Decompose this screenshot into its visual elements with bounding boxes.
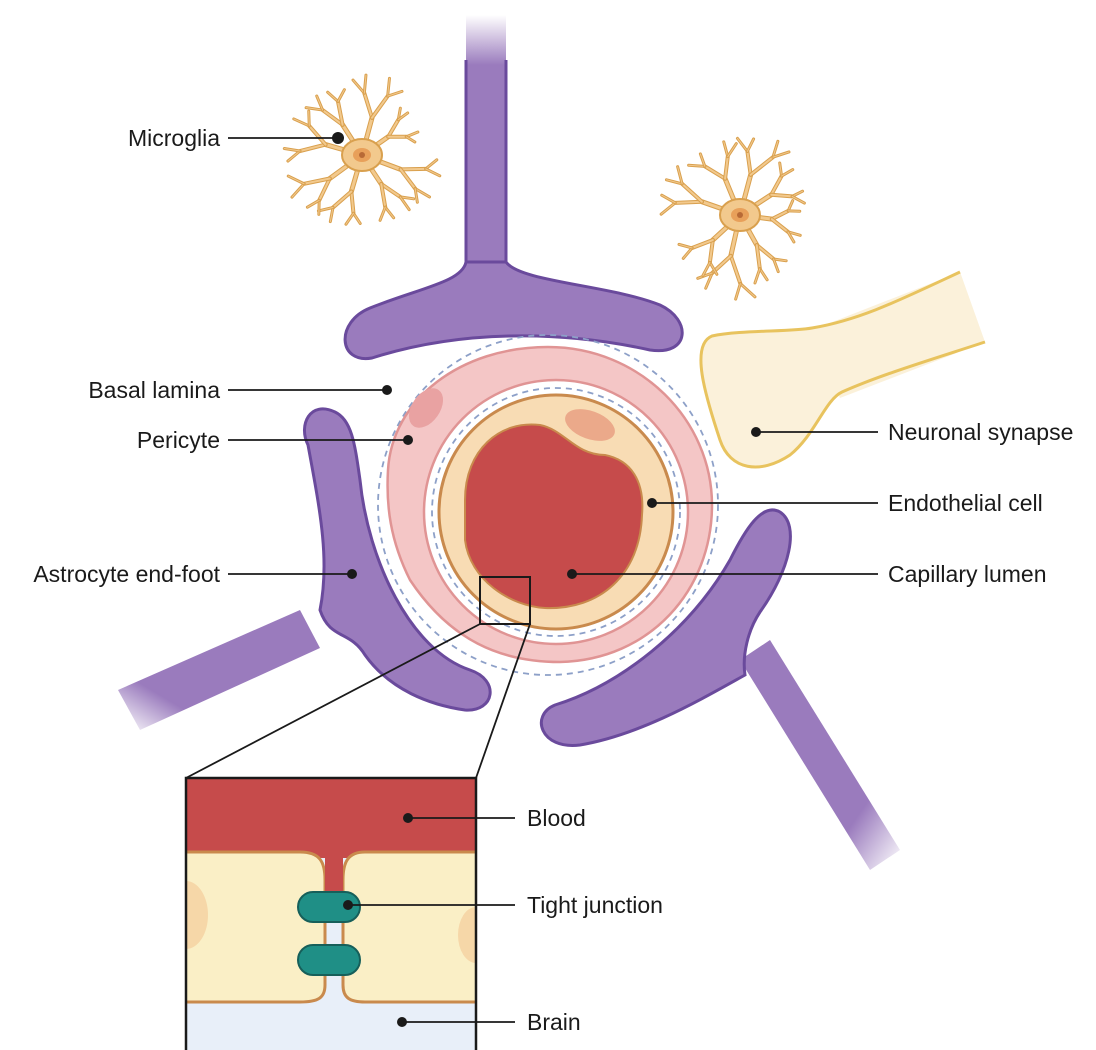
label-pericyte: Pericyte bbox=[137, 427, 220, 453]
endothelial-cell-left bbox=[150, 852, 325, 1002]
label-capillary-lumen: Capillary lumen bbox=[888, 561, 1047, 587]
microglia-cell bbox=[661, 138, 804, 299]
endothelial-cell-right bbox=[343, 852, 520, 1002]
label-astrocyte-end-foot: Astrocyte end-foot bbox=[33, 561, 220, 587]
label-blood: Blood bbox=[527, 805, 586, 831]
label-basal-lamina: Basal lamina bbox=[88, 377, 220, 403]
astrocyte-top bbox=[345, 15, 682, 359]
label-endothelial-cell: Endothelial cell bbox=[888, 490, 1043, 516]
label-microglia: Microglia bbox=[128, 125, 220, 151]
label-neuronal-synapse: Neuronal synapse bbox=[888, 419, 1073, 445]
tight-junction-protein bbox=[298, 945, 360, 975]
microglia-cell bbox=[284, 75, 439, 224]
label-brain: Brain bbox=[527, 1009, 581, 1035]
label-tight-junction: Tight junction bbox=[527, 892, 663, 918]
